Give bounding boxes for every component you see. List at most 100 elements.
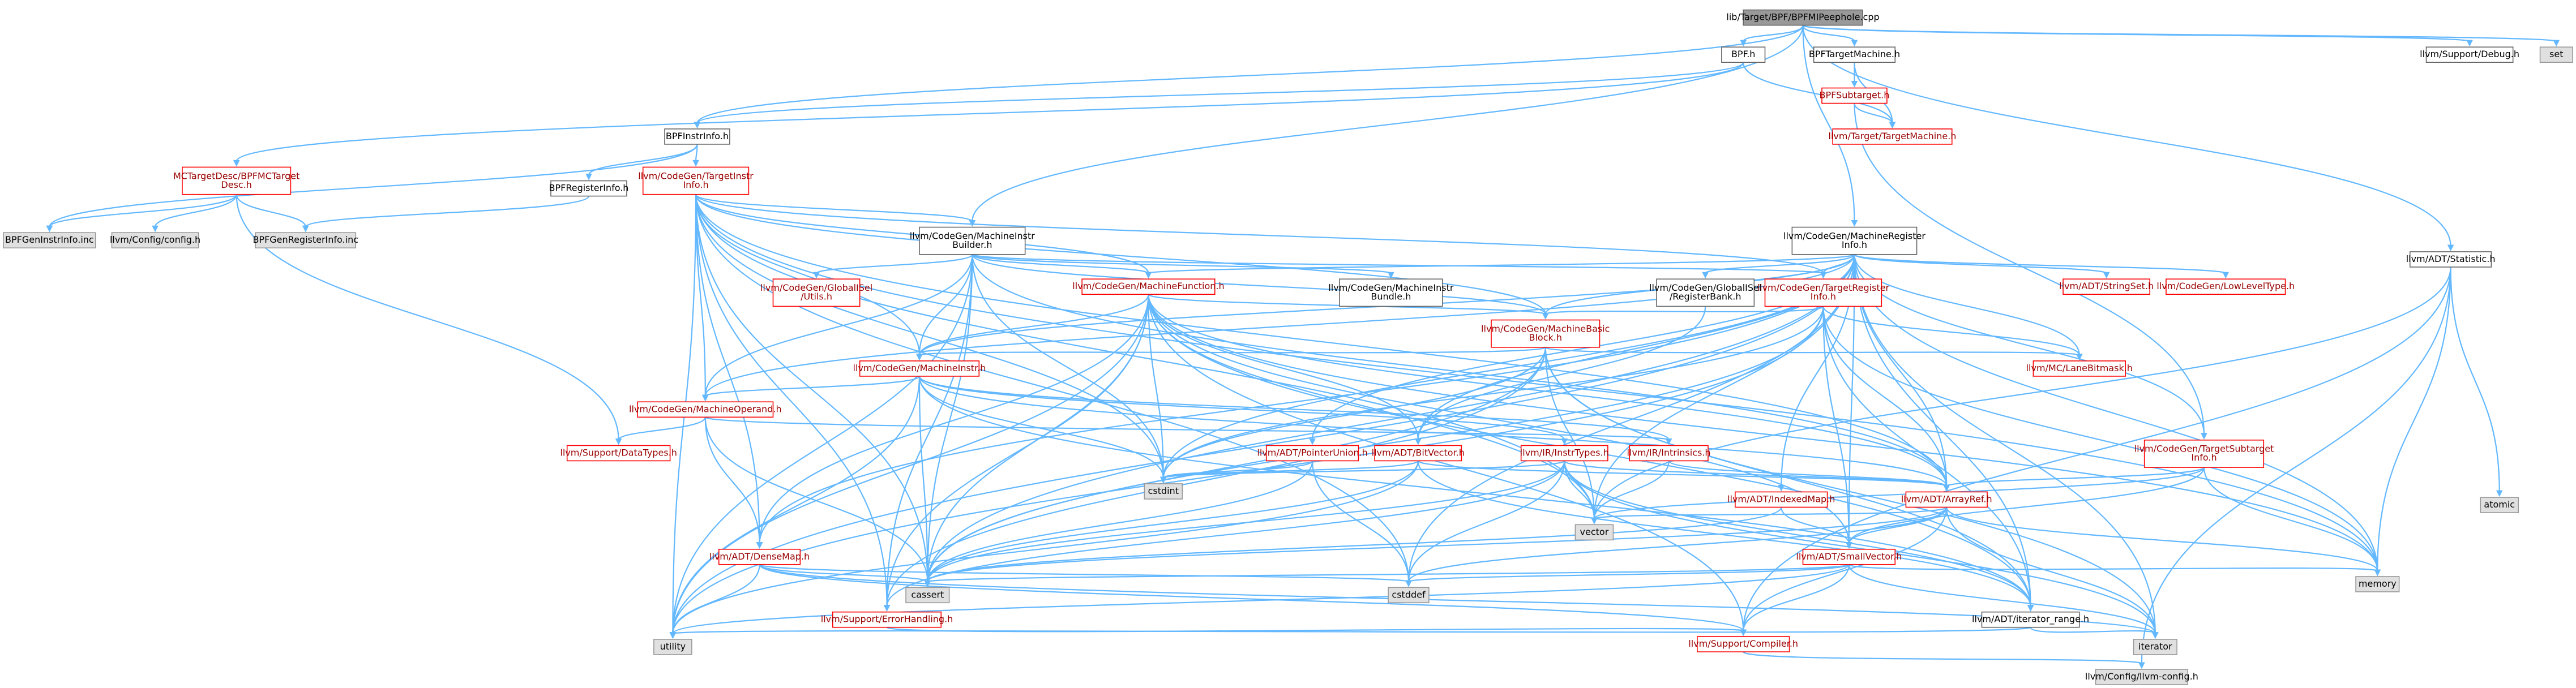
node-globalisel_utils[interactable]: llvm/CodeGen/GlobalISel/Utils.h	[760, 278, 872, 307]
node-stringset[interactable]: llvm/ADT/StringSet.h	[2059, 278, 2154, 295]
node-label: llvm/ADT/iterator_range.h	[1972, 614, 2089, 625]
node-label: iterator	[2138, 641, 2172, 652]
edge-arrayref-to-compiler	[1743, 507, 1948, 631]
node-arrayref[interactable]: llvm/ADT/ArrayRef.h	[1901, 491, 1992, 508]
node-bpftm[interactable]: BPFTargetMachine.h	[1809, 46, 1900, 63]
node-bpfgenreginfo[interactable]: BPFGenRegisterInfo.inc	[253, 232, 358, 249]
edge-targetreginfo-to-arrayref	[1822, 306, 1948, 487]
node-label: MCTargetDesc/BPFMCTarget	[173, 170, 299, 181]
edge-mctargetdesc-to-llvmconfig	[154, 194, 237, 227]
edge-arrowhead	[1889, 122, 1896, 129]
node-llvmdebug[interactable]: llvm/Support/Debug.h	[2420, 46, 2519, 63]
edge-densemap-to-utility	[672, 564, 760, 634]
node-set[interactable]: set	[2539, 46, 2573, 63]
edge-instrtypes-to-cstdint	[1162, 460, 1565, 479]
node-cassert[interactable]: cassert	[905, 587, 950, 604]
edge-arrowhead	[1388, 272, 1394, 279]
node-llvmconfig[interactable]: llvm/Config/config.h	[110, 232, 200, 249]
node-smallvector[interactable]: llvm/ADT/SmallVector.h	[1796, 548, 1902, 565]
node-label: llvm/Config/llvm-config.h	[2085, 671, 2198, 682]
node-memory[interactable]: memory	[2355, 576, 2400, 592]
edge-arrowhead	[2103, 272, 2110, 279]
node-instrtypes[interactable]: llvm/IR/InstrTypes.h	[1520, 445, 1609, 462]
edge-arrowhead	[1851, 40, 1858, 47]
edge-arrowhead	[924, 580, 931, 587]
node-bpfsubtarget[interactable]: BPFSubtarget.h	[1820, 87, 1890, 104]
node-label: llvm/CodeGen/LowLevelType.h	[2156, 281, 2295, 291]
node-bpfinstrinfo[interactable]: BPFInstrInfo.h	[664, 128, 730, 145]
node-label: llvm/ADT/ArrayRef.h	[1901, 493, 1992, 504]
node-label: llvm/CodeGen/MachineInstr	[1328, 282, 1454, 293]
edge-bpfreginfo-to-bpfgenreginfo	[305, 196, 590, 228]
node-bitvector[interactable]: llvm/ADT/BitVector.h	[1372, 445, 1465, 462]
node-globalisel_regbank[interactable]: llvm/CodeGen/GlobalISel/RegisterBank.h	[1649, 278, 1761, 307]
node-box	[1791, 226, 1918, 255]
edge-mfunction-to-memory	[1148, 294, 2378, 571]
node-label: atomic	[2484, 499, 2515, 510]
node-box	[718, 548, 801, 565]
edge-mri-to-iterator	[1854, 254, 2156, 634]
node-label: llvm/CodeGen/GlobalISel	[760, 282, 872, 293]
node-iteratorrange[interactable]: llvm/ADT/iterator_range.h	[1972, 611, 2089, 628]
node-errorhandling[interactable]: llvm/Support/ErrorHandling.h	[821, 611, 953, 628]
node-box	[1491, 319, 1601, 348]
node-intrinsics[interactable]: llvm/IR/Intrinsics.h	[1627, 445, 1711, 462]
node-vector[interactable]: vector	[1574, 524, 1614, 541]
edge-bpfinstrinfo-to-bpfgeninstrinfo	[49, 144, 698, 227]
node-atomic[interactable]: atomic	[2480, 497, 2519, 513]
node-label: llvm/ADT/Statistic.h	[2406, 253, 2496, 264]
node-statistic[interactable]: llvm/ADT/Statistic.h	[2406, 251, 2496, 268]
edge-minstr-to-iteratorrange	[918, 376, 2031, 607]
node-indexedmap[interactable]: llvm/ADT/IndexedMap.h	[1727, 491, 1835, 508]
edge-root-to-set	[1802, 24, 2557, 42]
edge-moperand-to-cassert	[704, 417, 928, 582]
node-densemap[interactable]: llvm/ADT/DenseMap.h	[709, 548, 810, 565]
node-minstr[interactable]: llvm/CodeGen/MachineInstr.h	[853, 360, 986, 377]
edge-bpfh-to-mctargetdesc	[236, 62, 1744, 162]
node-utility[interactable]: utility	[653, 639, 692, 655]
node-cstdint[interactable]: cstdint	[1144, 483, 1183, 500]
node-box	[1388, 587, 1430, 604]
node-box	[642, 166, 750, 195]
node-datatypes[interactable]: llvm/Support/DataTypes.h	[560, 445, 677, 462]
edge-smallvector-to-memory	[1848, 564, 2378, 572]
node-bpfgeninstrinfo[interactable]: BPFGenInstrInfo.inc	[3, 232, 96, 249]
node-bpfh[interactable]: BPF.h	[1721, 46, 1766, 63]
node-cstddef[interactable]: cstddef	[1388, 587, 1430, 604]
edge-arrowhead	[813, 272, 820, 279]
node-lanebitmask[interactable]: llvm/MC/LaneBitmask.h	[2026, 360, 2133, 377]
edge-arrowhead	[585, 174, 592, 180]
node-targetmachine[interactable]: llvm/Target/TargetMachine.h	[1829, 128, 1957, 145]
node-compiler[interactable]: llvm/Support/Compiler.h	[1688, 636, 1798, 652]
node-box	[1821, 87, 1888, 104]
node-mfunction[interactable]: llvm/CodeGen/MachineFunction.h	[1072, 278, 1225, 295]
edge-arrowhead	[1145, 272, 1152, 279]
edge-mibuilder-to-mbb	[972, 254, 1546, 315]
node-bpfreginfo[interactable]: BPFRegisterInfo.h	[549, 180, 629, 197]
node-root[interactable]: lib/Target/BPF/BPFMIPeephole.cpp	[1726, 9, 1880, 26]
node-iterator[interactable]: iterator	[2133, 639, 2177, 655]
edge-bpfh-to-bpfinstrinfo	[696, 62, 1744, 124]
edge-moperand-to-densemap	[704, 417, 760, 544]
node-box	[1374, 445, 1462, 462]
edge-minstr-to-instrtypes	[918, 376, 1565, 440]
edge-mibuilder-to-utility	[672, 254, 973, 634]
edge-targetreginfo-to-memory	[1822, 306, 2378, 571]
node-llvmconfigh[interactable]: llvm/Config/llvm-config.h	[2085, 669, 2198, 685]
node-pointerunion[interactable]: llvm/ADT/PointerUnion.h	[1257, 445, 1368, 462]
edge-arrowhead	[1665, 438, 1672, 445]
edge-iteratorrange-to-iterator	[2030, 626, 2156, 634]
edge-arrowhead	[1702, 272, 1709, 279]
node-lowleveltype[interactable]: llvm/CodeGen/LowLevelType.h	[2156, 278, 2295, 295]
node-moperand[interactable]: llvm/CodeGen/MachineOperand.h	[629, 401, 782, 418]
edge-mibuilder-to-arrayref	[972, 254, 1948, 487]
edge-arrayref-to-smallvector	[1848, 507, 1948, 544]
